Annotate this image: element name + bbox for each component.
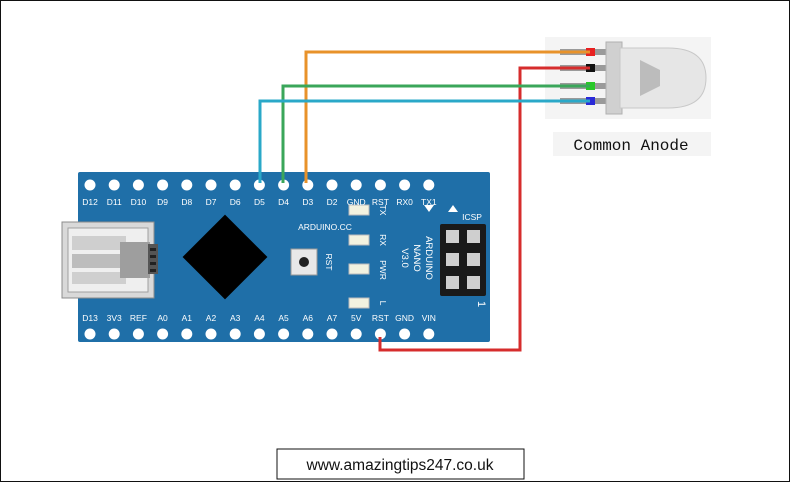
top-pin-hole-d11 bbox=[108, 179, 120, 191]
top-pin-hole-d4 bbox=[278, 179, 290, 191]
top-pin-hole-d12 bbox=[84, 179, 96, 191]
bottom-pin-label-3v3: 3V3 bbox=[107, 313, 122, 323]
wire-red-5v bbox=[378, 66, 590, 352]
bottom-pin-hole-a4 bbox=[253, 328, 265, 340]
led-leg-marker-3 bbox=[586, 97, 595, 105]
top-pin-label-d6: D6 bbox=[230, 197, 241, 207]
brand-label: ARDUINO.CC bbox=[298, 222, 352, 232]
top-pin-label-d11: D11 bbox=[107, 197, 122, 207]
led-label-box bbox=[553, 132, 711, 156]
reset-button[interactable] bbox=[290, 248, 318, 276]
bottom-pin-label-5v: 5V bbox=[351, 313, 362, 323]
bottom-pin-hole-a3 bbox=[229, 328, 241, 340]
model-line3: V3.0 bbox=[399, 248, 410, 268]
wire-cyan-d6 bbox=[258, 99, 590, 183]
top-pin-hole-tx1 bbox=[423, 179, 435, 191]
rx-arrow-icon bbox=[424, 205, 434, 212]
top-pin-label-tx1: TX1 bbox=[421, 197, 437, 207]
bottom-pin-label-vin: VIN bbox=[422, 313, 436, 323]
bottom-pin-label-a6: A6 bbox=[303, 313, 314, 323]
url-box bbox=[276, 448, 525, 480]
bottom-pin-label-gnd: GND bbox=[395, 313, 414, 323]
led-label-tx: TX bbox=[378, 205, 388, 216]
bottom-pin-hole-a5 bbox=[278, 328, 290, 340]
top-pin-label-d12: D12 bbox=[82, 197, 98, 207]
top-pin-hole-d5 bbox=[253, 179, 265, 191]
icsp-header bbox=[440, 224, 486, 296]
bottom-pin-label-a1: A1 bbox=[182, 313, 193, 323]
footer-url: www.amazingtips247.co.uk bbox=[306, 457, 494, 474]
bottom-pin-hole-d13 bbox=[84, 328, 96, 340]
wire-green-d5 bbox=[281, 84, 590, 183]
wires bbox=[258, 50, 590, 352]
bottom-pin-label-d13: D13 bbox=[82, 313, 98, 323]
bottom-pin-hole-vin bbox=[423, 328, 435, 340]
usb-connector bbox=[61, 221, 158, 299]
led-label-rx: RX bbox=[378, 234, 388, 246]
top-pin-hole-gnd bbox=[350, 179, 362, 191]
led-label-pwr: PWR bbox=[378, 260, 388, 280]
bottom-pin-hole-a7 bbox=[326, 328, 338, 340]
led-leg-marker-2 bbox=[586, 82, 595, 90]
top-pin-label-rx0: RX0 bbox=[396, 197, 413, 207]
top-pin-hole-d10 bbox=[132, 179, 144, 191]
led-label: Common Anode bbox=[573, 137, 688, 155]
model-line2: NANO bbox=[411, 244, 422, 271]
bottom-pin-label-rst: RST bbox=[372, 313, 389, 323]
top-pin-label-d3: D3 bbox=[302, 197, 313, 207]
model-line1: ARDUINO bbox=[423, 236, 434, 280]
rgb-led bbox=[545, 37, 711, 119]
bottom-pin-label-a3: A3 bbox=[230, 313, 241, 323]
top-pin-hole-d3 bbox=[302, 179, 314, 191]
top-pin-hole-d6 bbox=[229, 179, 241, 191]
top-pin-hole-rst bbox=[374, 179, 386, 191]
top-pin-hole-d2 bbox=[326, 179, 338, 191]
arduino-nano-board: RST ARDUINO.CC TX RX PWR L ARDUINO NANO … bbox=[61, 172, 490, 342]
bottom-pin-row: D13 3V3 REF A0 A1 A2 A3 A4 A5 A6 A7 5V RST GND VIN bbox=[82, 313, 436, 340]
bottom-pin-label-a7: A7 bbox=[327, 313, 338, 323]
bottom-pin-hole-a6 bbox=[302, 328, 314, 340]
led-dome bbox=[619, 47, 707, 109]
bottom-pin-label-a2: A2 bbox=[206, 313, 217, 323]
top-pin-hole-d8 bbox=[181, 179, 193, 191]
board-pcb bbox=[78, 172, 490, 342]
bottom-pin-label-a4: A4 bbox=[254, 313, 265, 323]
top-pin-label-d2: D2 bbox=[327, 197, 338, 207]
icsp-label: ICSP bbox=[462, 212, 482, 222]
bottom-pin-label-ref: REF bbox=[130, 313, 147, 323]
top-pin-row: D12 D11 D10 D9 D8 D7 D6 D5 D4 D3 D2 GND RST RX0 TX1 bbox=[82, 179, 437, 207]
bottom-pin-hole-a1 bbox=[181, 328, 193, 340]
top-pin-hole-d9 bbox=[157, 179, 169, 191]
top-pin-label-d10: D10 bbox=[131, 197, 147, 207]
bottom-pin-hole-ref bbox=[132, 328, 144, 340]
tx-arrow-icon bbox=[448, 205, 458, 212]
top-pin-hole-rx0 bbox=[399, 179, 411, 191]
bottom-pin-hole-a2 bbox=[205, 328, 217, 340]
led-leg-marker-1 bbox=[586, 64, 595, 72]
led-label-l: L bbox=[378, 301, 388, 306]
bottom-pin-hole-3v3 bbox=[108, 328, 120, 340]
bottom-pin-label-a0: A0 bbox=[157, 313, 168, 323]
top-pin-label-d5: D5 bbox=[254, 197, 265, 207]
icsp-pin1-label: 1 bbox=[475, 301, 487, 307]
top-pin-label-d7: D7 bbox=[206, 197, 217, 207]
reset-label: RST bbox=[324, 254, 334, 271]
bottom-pin-hole-a0 bbox=[157, 328, 169, 340]
wire-orange-d4 bbox=[304, 50, 590, 183]
bottom-pin-hole-5v bbox=[350, 328, 362, 340]
top-pin-label-d9: D9 bbox=[157, 197, 168, 207]
led-die bbox=[640, 60, 660, 96]
top-pin-label-d4: D4 bbox=[278, 197, 289, 207]
led-leg-marker-0 bbox=[586, 48, 595, 56]
status-leds bbox=[348, 204, 370, 309]
bottom-pin-hole-rst bbox=[374, 328, 386, 340]
top-pin-label-rst: RST bbox=[372, 197, 389, 207]
top-pin-label-gnd: GND bbox=[347, 197, 366, 207]
top-pin-label-d8: D8 bbox=[181, 197, 192, 207]
bottom-pin-label-a5: A5 bbox=[278, 313, 289, 323]
bottom-pin-hole-gnd bbox=[399, 328, 411, 340]
top-pin-hole-d7 bbox=[205, 179, 217, 191]
